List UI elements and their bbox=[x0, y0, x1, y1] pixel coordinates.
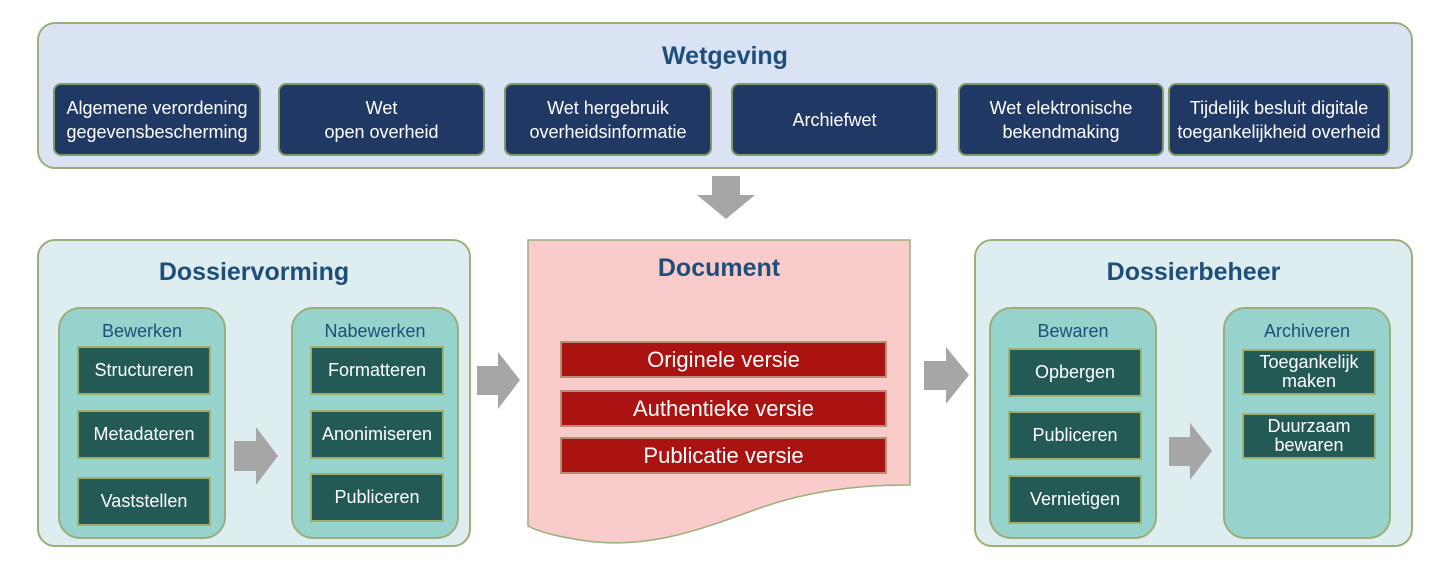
dossiervorming-title: Dossiervorming bbox=[158, 258, 350, 286]
group-label: Bewaren bbox=[1037, 321, 1109, 341]
law-line2: bekendmaking bbox=[1002, 121, 1120, 142]
law-line2: gegevensbescherming bbox=[66, 121, 248, 142]
dossiervorming-panel: Dossiervorming Bewerken Structureren Met… bbox=[37, 239, 471, 547]
task-vernietigen[interactable]: Vernietigen bbox=[1008, 475, 1142, 524]
task-line1: Duurzaam bbox=[1267, 416, 1351, 436]
law-tbdto[interactable]: Tijdelijk besluit digitale toegankelijkhe… bbox=[1168, 83, 1390, 156]
group-bewaren: Bewaren Opbergen Publiceren Vernietigen bbox=[989, 307, 1157, 539]
document-panel: Document Originele versie Authentieke ve… bbox=[527, 239, 911, 544]
dossierbeheer-title: Dossierbeheer bbox=[1106, 258, 1281, 286]
arrow-down-icon bbox=[697, 176, 755, 219]
law-line2: open overheid bbox=[324, 121, 439, 142]
document-title: Document bbox=[657, 254, 781, 282]
dossierbeheer-panel: Dossierbeheer Bewaren Opbergen Publicere… bbox=[974, 239, 1413, 547]
group-nabewerken: Nabewerken Formatteren Anonimiseren Publ… bbox=[291, 307, 459, 539]
legislation-panel: Wetgeving Algemene verordening gegevensbe… bbox=[37, 22, 1413, 169]
group-label: Archiveren bbox=[1263, 321, 1351, 341]
law-line1: Wet bbox=[365, 97, 398, 118]
version-authentieke[interactable]: Authentieke versie bbox=[560, 390, 887, 427]
task-opbergen[interactable]: Opbergen bbox=[1008, 348, 1142, 397]
law-line1: Wet elektronische bbox=[989, 97, 1133, 118]
group-label: Nabewerken bbox=[324, 321, 426, 341]
law-line1: Tijdelijk besluit digitale bbox=[1189, 97, 1369, 118]
version-publicatie[interactable]: Publicatie versie bbox=[560, 437, 887, 474]
law-line2: overheidsinformatie bbox=[529, 121, 687, 142]
version-originele[interactable]: Originele versie bbox=[560, 341, 887, 378]
task-publiceren[interactable]: Publiceren bbox=[310, 473, 444, 522]
law-woo[interactable]: Wet open overheid bbox=[278, 83, 485, 156]
task-anonimiseren[interactable]: Anonimiseren bbox=[310, 410, 444, 459]
group-label: Bewerken bbox=[101, 321, 183, 341]
law-archiefwet[interactable]: Archiefwet bbox=[731, 83, 938, 156]
law-line1: Archiefwet bbox=[792, 109, 877, 130]
legislation-title: Wetgeving bbox=[662, 42, 788, 70]
law-line2: toegankelijkheid overheid bbox=[1177, 121, 1381, 142]
task-line2: maken bbox=[1281, 371, 1337, 391]
task-publiceren[interactable]: Publiceren bbox=[1008, 411, 1142, 460]
task-structureren[interactable]: Structureren bbox=[77, 346, 211, 395]
arrow-right-icon bbox=[924, 347, 969, 404]
task-metadateren[interactable]: Metadateren bbox=[77, 410, 211, 459]
task-line1: Toegankelijk bbox=[1259, 352, 1359, 372]
task-formatteren[interactable]: Formatteren bbox=[310, 346, 444, 395]
arrow-right-icon bbox=[1169, 423, 1212, 480]
group-bewerken: Bewerken Structureren Metadateren Vastst… bbox=[58, 307, 226, 539]
law-line1: Algemene verordening bbox=[66, 97, 248, 118]
law-web[interactable]: Wet elektronische bekendmaking bbox=[958, 83, 1164, 156]
law-avg[interactable]: Algemene verordening gegevensbescherming bbox=[53, 83, 261, 156]
law-line1: Wet hergebruik bbox=[547, 97, 669, 118]
arrow-right-icon bbox=[477, 352, 520, 409]
task-line2: bewaren bbox=[1274, 435, 1344, 455]
task-vaststellen[interactable]: Vaststellen bbox=[77, 477, 211, 526]
law-who[interactable]: Wet hergebruik overheidsinformatie bbox=[504, 83, 712, 156]
arrow-right-icon bbox=[234, 427, 278, 485]
